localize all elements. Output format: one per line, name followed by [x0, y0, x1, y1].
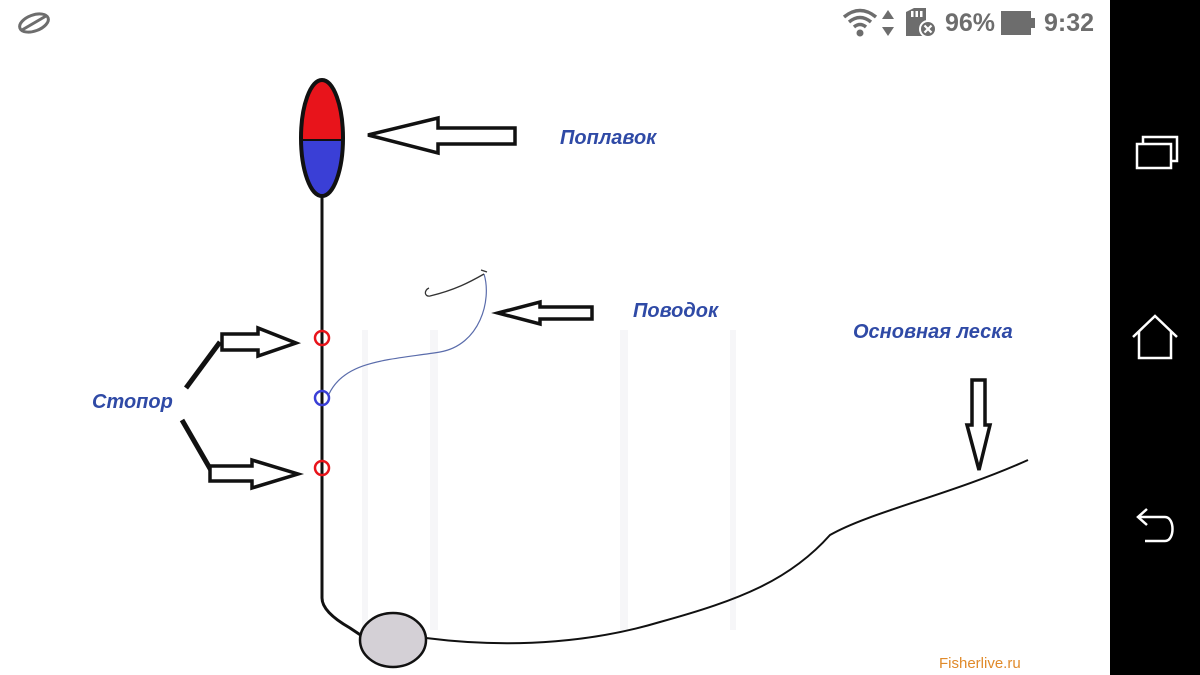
home-icon [1132, 314, 1178, 360]
screen: 96% 9:32 [0, 0, 1110, 672]
label-stopper: Стопор [92, 391, 173, 413]
arrow-leader [491, 299, 594, 327]
sd-card-error-icon [906, 8, 937, 38]
stopper-top [313, 329, 331, 347]
arrow-stopper-top [183, 325, 302, 390]
wifi-icon [842, 8, 878, 37]
main-line-bottom [425, 459, 1029, 645]
arrow-main-line [964, 378, 993, 471]
arrow-stopper-bottom [179, 418, 305, 491]
back-icon [1136, 508, 1174, 543]
recent-apps-button[interactable] [1110, 105, 1200, 195]
watermark: Fisherlive.ru [939, 655, 1021, 672]
battery-percent: 96% [945, 9, 996, 37]
home-button[interactable] [1110, 293, 1200, 383]
stopper-bottom [313, 459, 331, 477]
battery-icon [1001, 11, 1035, 35]
navigation-bar [1110, 0, 1200, 675]
fishing-rig-diagram: Поплавок Поводок Основная леска Стопор F… [92, 78, 1029, 672]
clock: 9:32 [1044, 9, 1095, 37]
swivel [313, 389, 331, 407]
float [299, 78, 345, 198]
app-logo-icon [18, 12, 50, 34]
back-button[interactable] [1110, 480, 1200, 570]
leader-line [328, 273, 487, 395]
arrow-float [367, 115, 517, 156]
label-main-line: Основная леска [853, 321, 1013, 343]
sinker [358, 611, 428, 669]
data-transfer-icon [882, 10, 894, 36]
label-leader: Поводок [633, 300, 719, 322]
main-line-vertical [320, 196, 363, 638]
recent-apps-icon [1135, 135, 1179, 170]
status-bar: 96% 9:32 [0, 0, 1110, 46]
hook [424, 273, 485, 297]
label-float: Поплавок [560, 127, 657, 149]
